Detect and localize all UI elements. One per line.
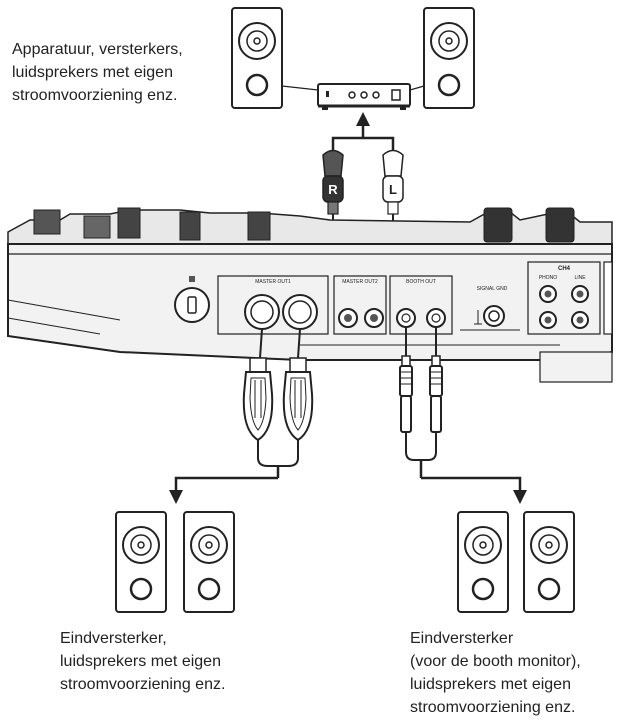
line-label: LINE	[574, 275, 586, 281]
caption-top-equipment: Apparatuur, versterkers, luidsprekers me…	[12, 38, 183, 107]
rca-label-l: L	[389, 182, 397, 197]
phono-label: PHONO	[539, 275, 557, 281]
arrow-to-left-speakers	[169, 466, 280, 504]
top-speaker-left	[231, 7, 283, 109]
jack-booth-out-l	[426, 308, 446, 328]
bottom-left-speaker-2	[183, 511, 235, 613]
caption-bl-line-1: Eindversterker,	[60, 630, 167, 647]
caption-br-line-1: Eindversterker	[410, 630, 514, 647]
bottom-right-speaker-2	[523, 511, 575, 613]
signal-gnd-label: SIGNAL GND	[477, 286, 508, 292]
signal-gnd-terminal	[474, 305, 505, 327]
caption-top-line-3: stroomvoorziening enz.	[12, 87, 178, 104]
master-out1-label: MASTER OUT1	[255, 279, 291, 285]
jack-plug-booth-r	[399, 355, 413, 433]
rca-plug-right	[322, 149, 344, 228]
ch4-phono-jack-bottom	[539, 311, 557, 329]
master-out2-section	[333, 275, 387, 335]
top-speaker-right	[423, 7, 475, 109]
ch4-line-jack-top	[571, 285, 589, 303]
caption-top-line-2: luidsprekers met eigen	[12, 64, 173, 81]
rca-plug-left	[382, 149, 404, 228]
xlr-plug-left	[242, 357, 274, 442]
amplifier-box	[317, 83, 411, 110]
master-out2-label: MASTER OUT2	[342, 279, 378, 285]
kensington-slot	[174, 276, 210, 323]
ch4-phono-jack-top	[539, 285, 557, 303]
xlr-jack-master-out1-l	[282, 294, 318, 330]
connection-diagram: R L MASTER OUT1	[7, 7, 613, 613]
caption-bl-line-3: stroomvoorziening enz.	[60, 676, 226, 693]
bottom-left-speaker-1	[115, 511, 167, 613]
booth-out-label: BOOTH OUT	[406, 279, 436, 285]
xlr-plug-right	[282, 357, 314, 442]
rca-label-r: R	[328, 182, 338, 197]
rca-jack-master-out2-l	[364, 308, 384, 328]
jack-plug-booth-l	[429, 355, 443, 433]
bottom-right-speaker-1	[457, 511, 509, 613]
arrow-to-right-speakers	[419, 460, 527, 504]
booth-out-section	[389, 275, 453, 335]
caption-br-line-2: (voor de booth monitor),	[410, 653, 581, 670]
caption-br-line-3: luidsprekers met eigen	[410, 676, 571, 693]
caption-br-line-4: stroomvoorziening enz.	[410, 699, 576, 716]
ch4-label: CH4	[558, 266, 571, 272]
caption-bottom-left-amplifier: Eindversterker, luidsprekers met eigen s…	[60, 627, 225, 696]
master-out1-section	[217, 275, 329, 335]
controller-rear-panel	[7, 207, 613, 383]
jack-booth-out-r	[396, 308, 416, 328]
caption-bl-line-2: luidsprekers met eigen	[60, 653, 221, 670]
caption-bottom-right-booth-amplifier: Eindversterker (voor de booth monitor), …	[410, 627, 581, 719]
arrow-to-amplifier	[331, 112, 395, 155]
rca-jack-master-out2-r	[338, 308, 358, 328]
xlr-jack-master-out1-r	[244, 294, 280, 330]
ch4-section	[527, 261, 601, 335]
ch4-line-jack-bottom	[571, 311, 589, 329]
caption-top-line-1: Apparatuur, versterkers,	[12, 41, 183, 58]
